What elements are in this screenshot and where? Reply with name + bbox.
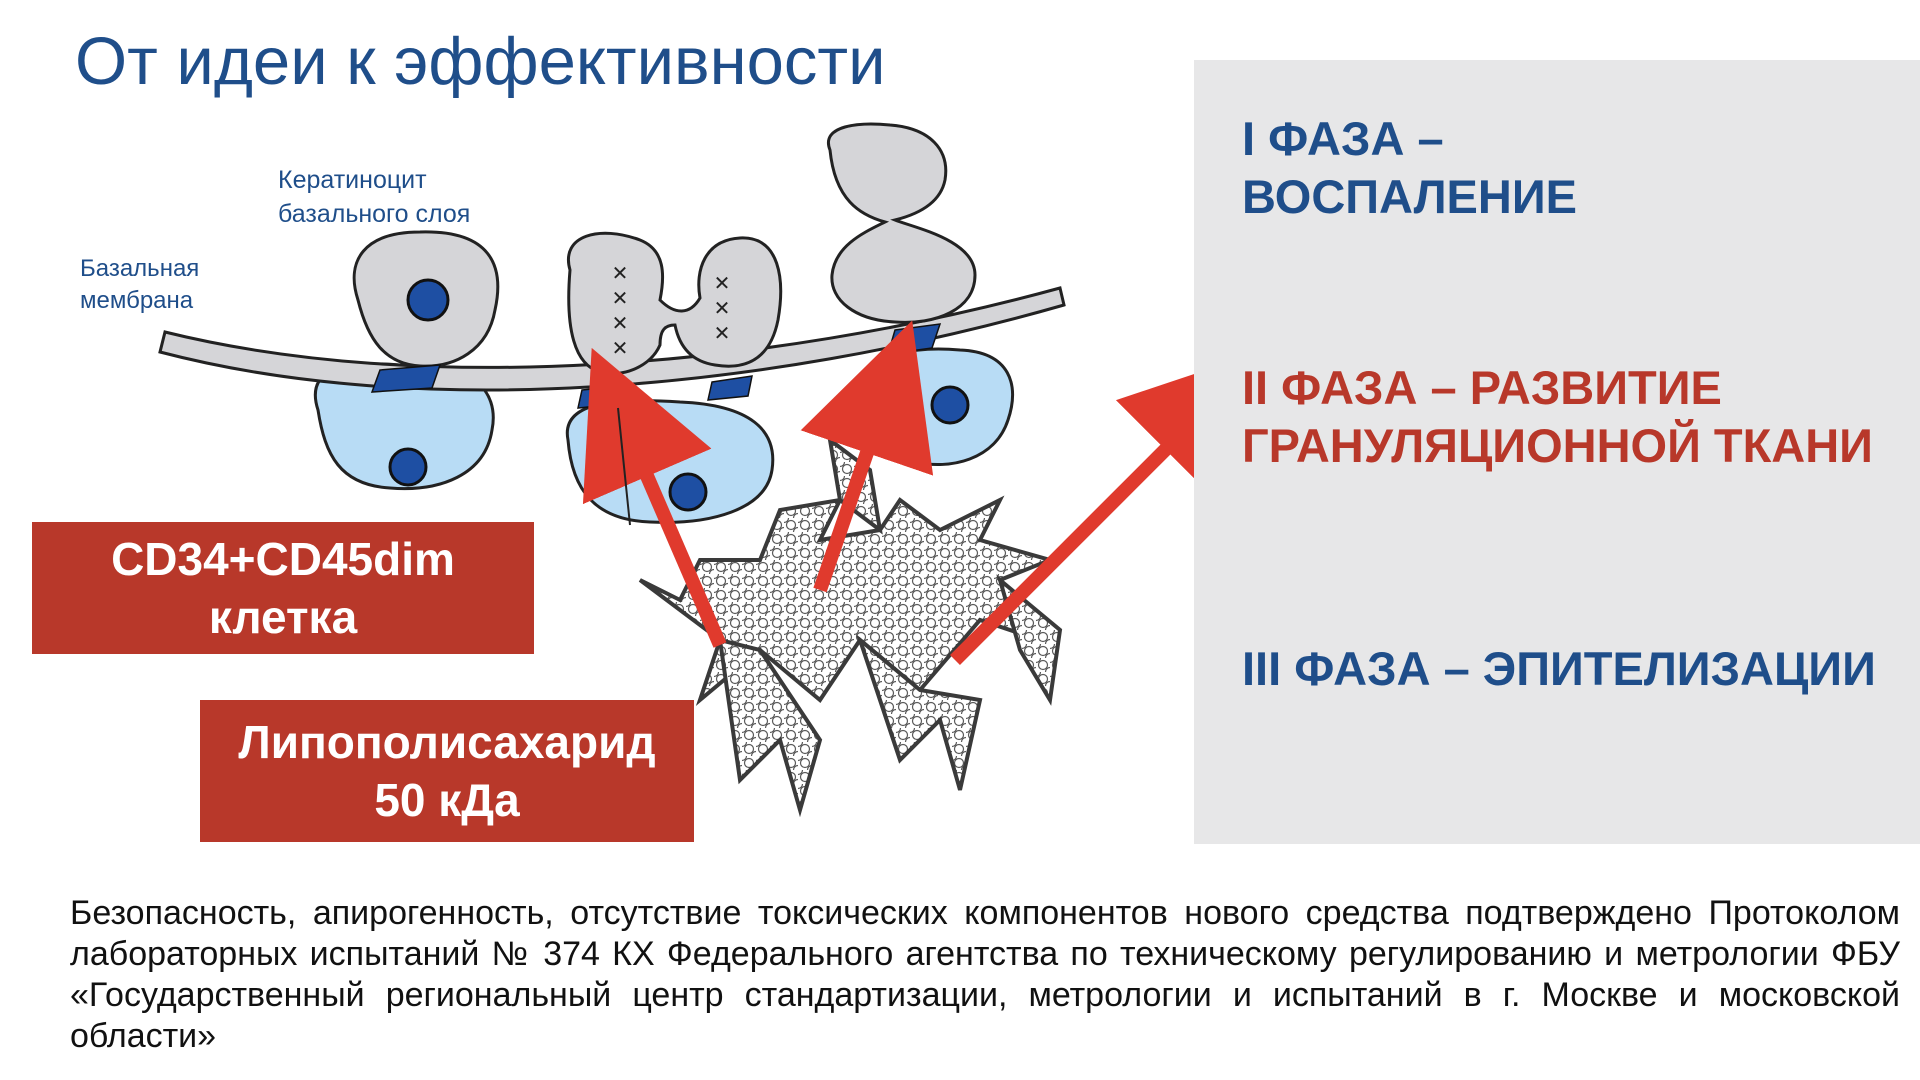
membrane-label-line1: Базальная [80, 255, 199, 282]
phase-3: III ФАЗА – ЭПИТЕЛИЗАЦИИ [1242, 640, 1876, 698]
svg-text:✕: ✕ [714, 323, 731, 345]
keratinocyte-cell-1 [352, 230, 500, 393]
arrow-to-phase-2 [950, 350, 1265, 665]
slide-title: От идеи к эффективности [75, 24, 886, 99]
lps-box: Липополисахарид 50 кДа [200, 700, 694, 842]
nucleus-2 [668, 472, 708, 512]
dermal-cell-2 [565, 399, 775, 524]
arrow-to-dermal-cell [582, 347, 727, 648]
phase-1-line2: ВОСПАЛЕНИЕ [1242, 170, 1577, 223]
svg-text:✕: ✕ [612, 338, 629, 360]
adhesion-patch-1 [370, 364, 442, 393]
nucleus-3 [930, 385, 970, 425]
cd34-cell-box-line2: клетка [208, 591, 358, 643]
phase-2-line2: ГРАНУЛЯЦИОННОЙ ТКАНИ [1242, 419, 1873, 472]
lps-box-line2: 50 кДа [374, 774, 520, 826]
svg-text:✕: ✕ [714, 273, 731, 295]
keratinocyte-label-line1: Кератиноцит [278, 166, 427, 194]
adhesion-patch-3 [707, 375, 753, 401]
nucleus-4 [406, 278, 450, 322]
membrane-leader-line [617, 407, 631, 526]
dermal-cell-1 [313, 362, 495, 491]
cd34-cell-box-line1: CD34+CD45dim [111, 533, 455, 585]
phase-1: I ФАЗА – ВОСПАЛЕНИЕ [1242, 110, 1577, 226]
svg-text:✕: ✕ [714, 298, 731, 320]
phase-3-line1: III ФАЗА – ЭПИТЕЛИЗАЦИИ [1242, 642, 1876, 695]
nucleus-1 [388, 447, 428, 487]
phase-2-line1: II ФАЗА – РАЗВИТИЕ [1242, 361, 1722, 414]
phase-1-line1: I ФАЗА – [1242, 112, 1444, 165]
membrane-label-line2: мембрана [80, 287, 194, 314]
lps-molecule [638, 435, 1063, 818]
svg-text:✕: ✕ [612, 313, 629, 335]
lps-box-line1: Липополисахарид [238, 716, 656, 768]
phases-panel: I ФАЗА – ВОСПАЛЕНИЕ II ФАЗА – РАЗВИТИЕ Г… [1194, 60, 1920, 844]
svg-text:✕: ✕ [612, 288, 629, 310]
phase-2: II ФАЗА – РАЗВИТИЕ ГРАНУЛЯЦИОННОЙ ТКАНИ [1242, 359, 1873, 475]
arrow-to-dividing-cell [800, 320, 934, 593]
safety-footnote: Безопасность, апирогенность, отсутствие … [70, 894, 1900, 1055]
svg-text:✕: ✕ [612, 263, 629, 285]
keratinocyte-label-line2: базального слоя [278, 200, 470, 228]
cd34-cell-box: CD34+CD45dim клетка [32, 522, 534, 654]
adhesion-patch-2 [577, 385, 623, 409]
